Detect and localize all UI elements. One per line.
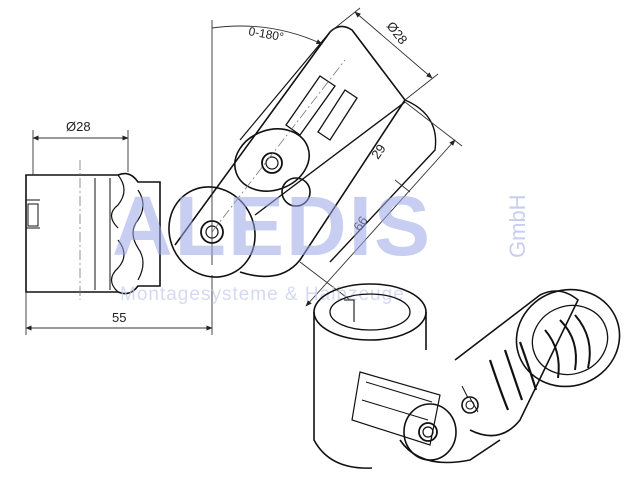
length-dimensions xyxy=(299,101,463,307)
arm-centerline xyxy=(211,59,346,233)
side-view xyxy=(25,172,161,295)
top-diameter-label: Ø28 xyxy=(384,19,411,48)
bolt-upper xyxy=(261,152,283,174)
watermark-tagline: Montagesysteme & Halbzeuge xyxy=(120,284,405,305)
length-66-label: 66 xyxy=(350,213,371,233)
watermark-suffix: GmbH xyxy=(505,194,530,258)
left-diameter-label: Ø28 xyxy=(66,119,91,134)
width-label: 55 xyxy=(112,310,126,325)
isometric-view xyxy=(313,283,621,469)
width-dimension xyxy=(25,275,213,335)
left-diameter-dimension xyxy=(32,130,129,175)
angle-label: 0-180° xyxy=(247,24,285,44)
watermark-brand: ALEDIS xyxy=(112,179,432,273)
angle-arc xyxy=(211,25,323,45)
top-diameter-dimension xyxy=(329,7,439,101)
length-29-label: 29 xyxy=(368,141,389,161)
